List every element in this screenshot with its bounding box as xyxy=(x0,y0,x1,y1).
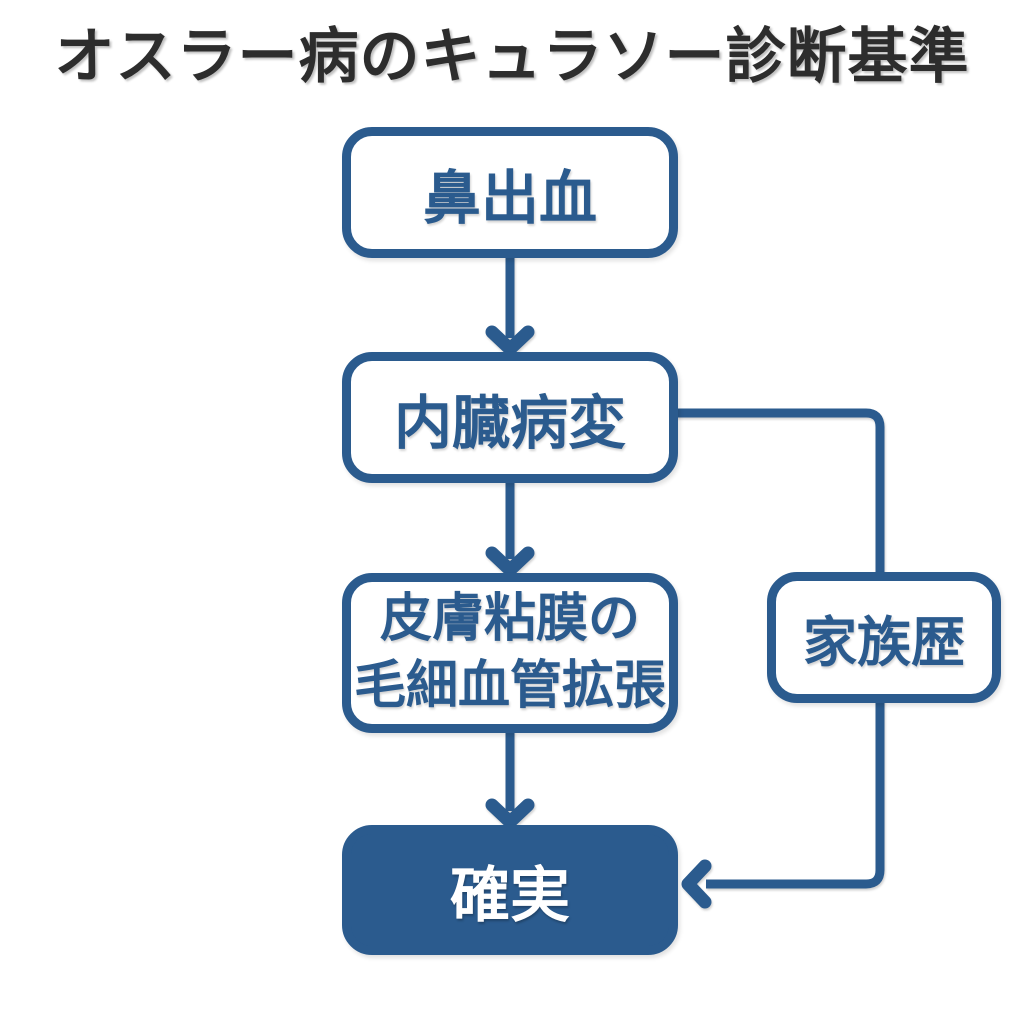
node-telangiectasia-label-line2: 毛細血管拡張 xyxy=(353,657,666,715)
node-family-history-label: 家族歴 xyxy=(803,613,965,673)
node-telangiectasia-label-line1: 皮膚粘膜の xyxy=(379,590,640,649)
arrow-left-icon xyxy=(681,859,712,909)
node-mucocutaneous-telangiectasia: 皮膚粘膜の 毛細血管拡張 xyxy=(342,573,678,733)
diagram-title: オスラー病のキュラソー診断基準 xyxy=(54,23,970,90)
node-visceral-lesions: 内臓病変 xyxy=(342,352,678,483)
node-visceral-lesions-label: 内臓病変 xyxy=(393,390,626,456)
node-definite-label: 確実 xyxy=(450,861,570,929)
arrow-down-icon xyxy=(485,546,535,577)
node-family-history: 家族歴 xyxy=(767,572,1001,703)
node-epistaxis-label: 鼻出血 xyxy=(422,165,597,231)
arrow-down-icon xyxy=(485,325,535,356)
node-definite: 確実 xyxy=(342,825,678,955)
arrow-down-icon xyxy=(485,798,535,829)
node-epistaxis: 鼻出血 xyxy=(342,127,678,258)
